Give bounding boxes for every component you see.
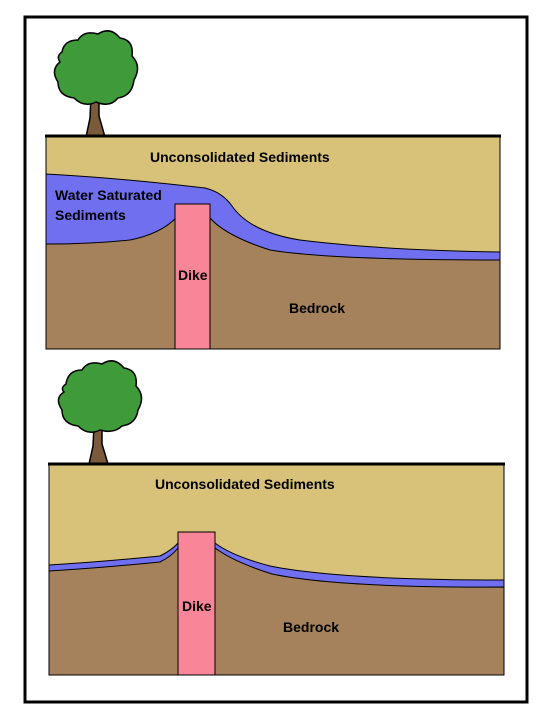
tree-foliage [57,360,143,433]
dike [177,531,216,676]
bedrock-layer [48,547,505,676]
tree-foliage [53,30,139,105]
tree-icon [57,360,143,465]
bedrock-layer [45,217,501,350]
outer-frame [23,15,529,704]
dike-label: Dike [182,598,212,614]
bedrock-label: Bedrock [283,619,339,635]
sediments-label: Unconsolidated Sediments [150,149,330,165]
sediments-label: Unconsolidated Sediments [155,476,335,492]
dike [174,203,211,350]
panel-after: Unconsolidated Sediments Dike Bedrock [48,360,505,676]
panel-before: Unconsolidated Sediments Water Saturated… [45,30,501,350]
dike-label: Dike [178,267,208,283]
water-label-line2: Sediments [55,207,126,223]
tree-icon [53,30,139,138]
water-label-line1: Water Saturated [55,187,162,203]
bedrock-label: Bedrock [289,300,345,316]
